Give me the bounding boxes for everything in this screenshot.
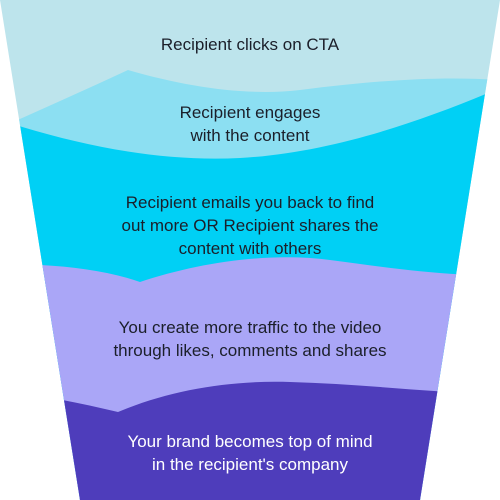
stage-label-engages-content: Recipient engages with the content xyxy=(179,103,321,145)
stage-label-clicks-cta: Recipient clicks on CTA xyxy=(160,35,340,54)
stage-label-more-traffic: You create more traffic to the video thr… xyxy=(113,318,387,360)
stage-label-top-of-mind: Your brand becomes top of mind in the re… xyxy=(127,432,373,474)
stage-label-emails-or-shares: Recipient emails you back to find out mo… xyxy=(121,193,379,258)
stage-band-5 xyxy=(0,381,500,500)
